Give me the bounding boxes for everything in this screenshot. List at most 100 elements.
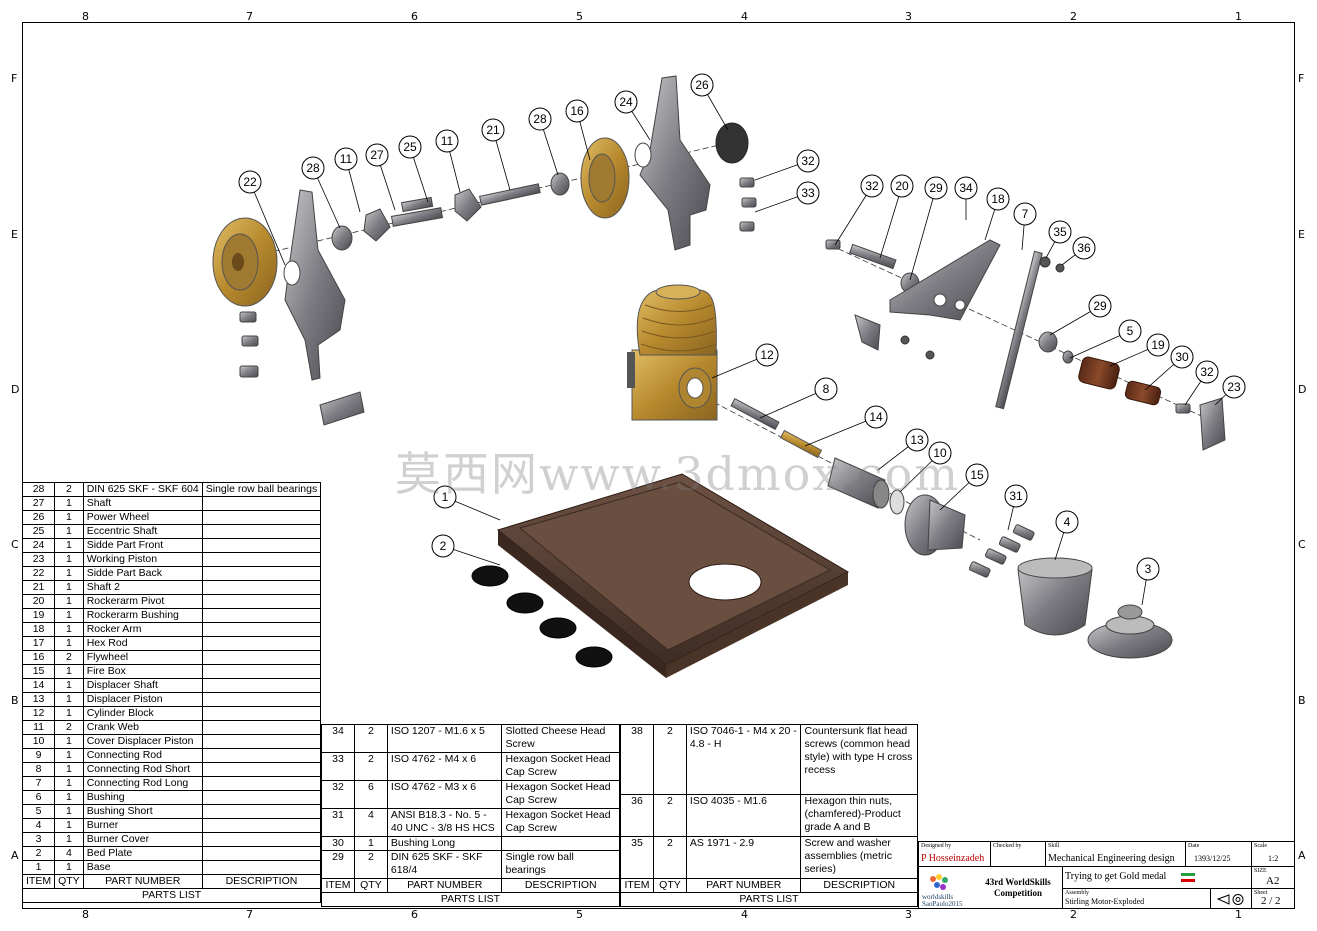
item-cell: 30 xyxy=(321,836,355,851)
parts-list-title: PARTS LIST xyxy=(321,892,620,907)
balloon-number: 11 xyxy=(441,134,454,148)
assembly-label: Assembly xyxy=(1065,890,1089,896)
item-cell: 23 xyxy=(21,552,56,567)
item-balloon xyxy=(1146,333,1170,357)
item-balloon xyxy=(1222,375,1246,399)
item-balloon xyxy=(614,90,638,114)
item-cell: 16 xyxy=(21,650,56,665)
date-label: Date xyxy=(1188,843,1200,849)
part-number-cell: ISO 7046-1 - M4 x 20 - 4.8 - H xyxy=(685,724,802,795)
header-description: DESCRIPTION xyxy=(501,878,620,893)
header-qty: QTY xyxy=(54,874,84,889)
qty-cell: 1 xyxy=(54,636,84,651)
zone-label-row: B xyxy=(11,694,19,707)
part-number-cell: Shaft 2 xyxy=(82,580,203,595)
item-balloon xyxy=(398,135,422,159)
zone-label-col: 7 xyxy=(246,10,253,23)
item-cell: 35 xyxy=(620,836,654,879)
item-balloon xyxy=(965,463,989,487)
skill-cell: Skill Mechanical Engineering design xyxy=(1046,842,1186,867)
item-cell: 31 xyxy=(321,808,355,837)
description-cell: Hexagon Socket Head Cap Screw xyxy=(501,780,620,809)
header-qty: QTY xyxy=(652,878,687,893)
date-cell: Date 1393/12/25 xyxy=(1186,842,1252,867)
assembly-value: Stirling Motor-Exploded xyxy=(1065,897,1145,906)
item-cell: 18 xyxy=(21,622,56,637)
item-cell: 28 xyxy=(21,482,56,497)
balloon-number: 20 xyxy=(895,179,909,193)
part-number-cell: Flywheel xyxy=(82,650,203,665)
item-balloon xyxy=(435,129,459,153)
scale-label: Scale xyxy=(1254,843,1267,849)
item-cell: 6 xyxy=(21,790,56,805)
designed-by-cell: Designed by P Hosseinzadeh xyxy=(919,842,991,867)
item-cell: 11 xyxy=(21,720,56,735)
description-cell: Single row ball bearings xyxy=(501,850,620,879)
item-cell: 24 xyxy=(21,538,56,553)
date-value: 1393/12/25 xyxy=(1194,854,1231,863)
part-number-cell: ISO 4762 - M3 x 6 xyxy=(386,780,503,809)
balloon-number: 11 xyxy=(340,152,353,166)
description-cell xyxy=(201,762,322,777)
description-cell xyxy=(201,552,322,567)
description-cell: Screw and washer assemblies (metric seri… xyxy=(800,836,918,879)
description-cell xyxy=(201,538,322,553)
part-number-cell: Power Wheel xyxy=(82,510,203,525)
zone-label-row: A xyxy=(1298,849,1306,862)
part-number-cell: Shaft xyxy=(82,496,203,511)
item-cell: 20 xyxy=(21,594,56,609)
part-number-cell: Cover Displacer Piston xyxy=(82,734,203,749)
description-cell xyxy=(201,496,322,511)
qty-cell: 1 xyxy=(54,608,84,623)
balloon-number: 10 xyxy=(933,446,947,460)
description-cell xyxy=(201,720,322,735)
header-item: ITEM xyxy=(321,878,355,893)
side-part-back xyxy=(284,189,346,381)
qty-cell: 1 xyxy=(54,790,84,805)
checked-by-label: Checked by xyxy=(993,843,1022,849)
scale-value: 1:2 xyxy=(1268,854,1279,863)
part-number-cell: Rocker Arm xyxy=(82,622,203,637)
leader-line xyxy=(879,185,903,259)
part-number-cell: Sidde Part Front xyxy=(82,538,203,553)
item-balloon xyxy=(860,174,884,198)
item-balloon xyxy=(301,156,325,180)
zone-label-col: 2 xyxy=(1070,10,1077,23)
item-balloon xyxy=(928,441,952,465)
qty-cell: 4 xyxy=(54,846,84,861)
qty-cell: 1 xyxy=(54,566,84,581)
sheet-label: Sheet xyxy=(1254,890,1268,896)
qty-cell: 1 xyxy=(54,524,84,539)
qty-cell: 1 xyxy=(54,818,84,833)
description-cell xyxy=(201,510,322,525)
description-cell xyxy=(201,524,322,539)
balloon-number: 14 xyxy=(869,410,883,424)
part-number-cell: DIN 625 SKF - SKF 618/4 xyxy=(386,850,503,879)
sheet-value: 2 / 2 xyxy=(1261,895,1281,907)
size-value: A2 xyxy=(1266,875,1280,887)
part-number-cell: Eccentric Shaft xyxy=(82,524,203,539)
item-cell: 13 xyxy=(21,692,56,707)
hex-rod xyxy=(319,391,365,426)
qty-cell: 1 xyxy=(54,804,84,819)
item-balloon xyxy=(1055,510,1079,534)
drawing-border xyxy=(22,22,1295,909)
base-plate xyxy=(496,473,850,678)
header-part-number: PART NUMBER xyxy=(386,878,503,893)
size-label: SIZE xyxy=(1254,868,1267,874)
item-balloon xyxy=(1048,220,1072,244)
